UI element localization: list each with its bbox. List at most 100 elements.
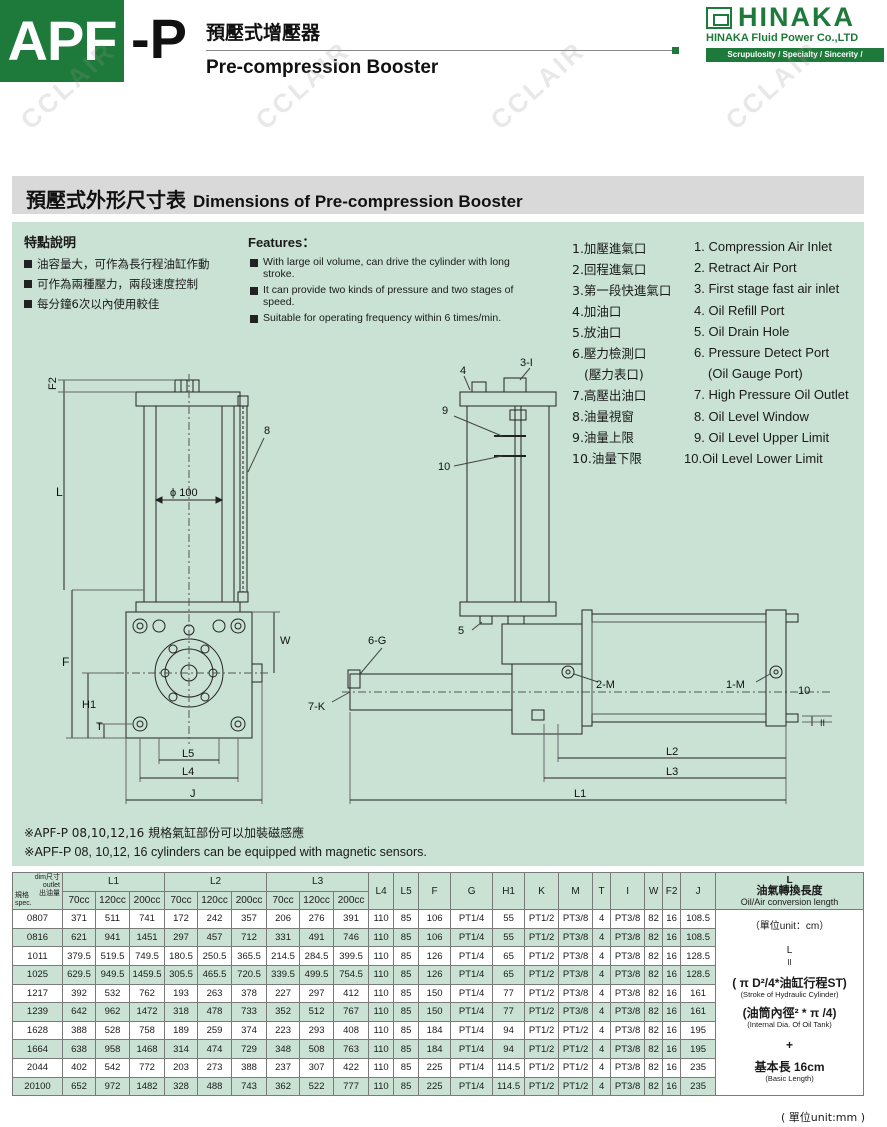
table-cell: 339.5 [266, 964, 301, 985]
legend-en-item: (Oil Gauge Port) [708, 366, 803, 382]
table-cell: 1459.5 [128, 964, 166, 985]
spec-cell: 1217 [12, 983, 63, 1004]
table-cell: 958 [95, 1039, 130, 1059]
port-label-10r: 10 [798, 685, 810, 697]
dim-h1: H1 [82, 699, 96, 711]
table-cell: 4 [592, 909, 612, 929]
table-cell: 128.5 [680, 946, 717, 966]
col-subheader: 120cc [197, 890, 233, 911]
dim-l1: L1 [574, 788, 586, 800]
table-cell: 110 [368, 909, 395, 929]
table-cell: 225 [418, 1057, 452, 1078]
legend-cn-item: 6.壓力檢測口 [572, 346, 647, 361]
table-cell: 402 [62, 1057, 96, 1078]
table-cell: PT1/4 [450, 1020, 494, 1041]
col-header: G [450, 871, 494, 911]
bullet-icon [250, 259, 258, 267]
table-cell: 82 [644, 1020, 664, 1041]
port-label-6g: 6-G [368, 635, 386, 647]
port-label-7k: 7-K [308, 701, 326, 713]
col-header: T [592, 871, 612, 911]
table-cell: 762 [128, 983, 166, 1004]
col-header: F2 [662, 871, 682, 911]
table-cell: 297 [164, 927, 199, 948]
legend-en-item: 9. Oil Level Upper Limit [694, 429, 830, 445]
dim-l2: L2 [666, 746, 678, 758]
table-cell: 972 [95, 1076, 130, 1097]
table-cell: 4 [592, 927, 612, 948]
booster-head [501, 623, 583, 665]
table-cell: 767 [333, 1002, 370, 1022]
drawing-labels: F2 L F H1 T W ϕ 100 L5 L4 J 8 4 3-I 9 10… [47, 357, 825, 800]
table-cell: 777 [333, 1076, 370, 1097]
table-cell: 82 [644, 927, 664, 948]
table-cell: PT3/8 [610, 927, 646, 948]
table-cell: 532 [95, 983, 130, 1004]
bullet-icon [24, 300, 32, 308]
spec-cell: 1011 [12, 946, 63, 966]
table-cell: PT3/8 [558, 909, 594, 929]
table-cell: 729 [231, 1039, 268, 1059]
col-subheader: 200cc [128, 890, 166, 911]
table-cell: 108.5 [680, 927, 717, 948]
port-label-4: 4 [460, 365, 466, 377]
section-title-cn: 預壓式外形尺寸表 [26, 188, 186, 212]
dim-f2: F2 [47, 377, 59, 390]
table-cell: 307 [299, 1057, 335, 1078]
table-cell: 519.5 [95, 946, 130, 966]
table-cell: 488 [197, 1076, 233, 1097]
brand-name: HINAKA [738, 2, 855, 32]
table-cell: 82 [644, 1002, 664, 1022]
table-cell: 491 [299, 927, 335, 948]
feature-en-item: With large oil volume, can drive the cyl… [250, 256, 518, 280]
table-cell: PT1/2 [558, 1076, 594, 1097]
port-label-3i: 3-I [520, 357, 533, 369]
brand-mark-icon [706, 7, 732, 29]
col-subheader: 120cc [95, 890, 130, 911]
col-header: K [524, 871, 560, 911]
side-view [331, 367, 832, 804]
col-group-l1: L1 [61, 872, 166, 892]
model-suffix: -P [131, 7, 187, 70]
lower-cap [135, 601, 241, 613]
table-cell: 55 [492, 909, 526, 929]
col-header: L5 [393, 871, 420, 911]
top-cap [135, 391, 241, 407]
legend-cn-item: 9.油量上限 [572, 430, 634, 445]
table-cell: 85 [393, 964, 420, 985]
table-cell: 629.5 [62, 964, 96, 985]
table-cell: 235 [680, 1057, 717, 1078]
table-cell: PT1/4 [450, 1076, 494, 1097]
table-cell: 16 [662, 909, 682, 929]
table-cell: PT1/2 [524, 909, 560, 929]
col-group-l2: L2 [164, 872, 268, 892]
table-cell: PT1/4 [450, 927, 494, 948]
col-subheader: 70cc [266, 890, 301, 911]
brand-logo: HINAKA HINAKA Fluid Power Co.,LTD Scrupu… [706, 2, 884, 73]
table-cell: 352 [266, 1002, 301, 1022]
end-cap [765, 609, 787, 727]
legend-cn-item: 10.油量下限 [572, 451, 642, 466]
table-cell: 237 [266, 1057, 301, 1078]
legend-cn-item: 7.高壓出油口 [572, 388, 647, 403]
table-cell: 203 [164, 1057, 199, 1078]
table-cell: 746 [333, 927, 370, 948]
spec-cell: 2044 [12, 1057, 63, 1078]
table-cell: 328 [164, 1076, 199, 1097]
table-cell: 85 [393, 909, 420, 929]
dim-f: F [62, 655, 69, 669]
table-cell: 4 [592, 1020, 612, 1041]
table-cell: 110 [368, 1002, 395, 1022]
table-cell: 227 [266, 983, 301, 1004]
col-subheader: 200cc [231, 890, 268, 911]
table-cell: 242 [197, 909, 233, 929]
table-cell: 412 [333, 983, 370, 1004]
table-cell: PT3/8 [610, 1020, 646, 1041]
table-cell: 371 [62, 909, 96, 929]
table-cell: 276 [299, 909, 335, 929]
